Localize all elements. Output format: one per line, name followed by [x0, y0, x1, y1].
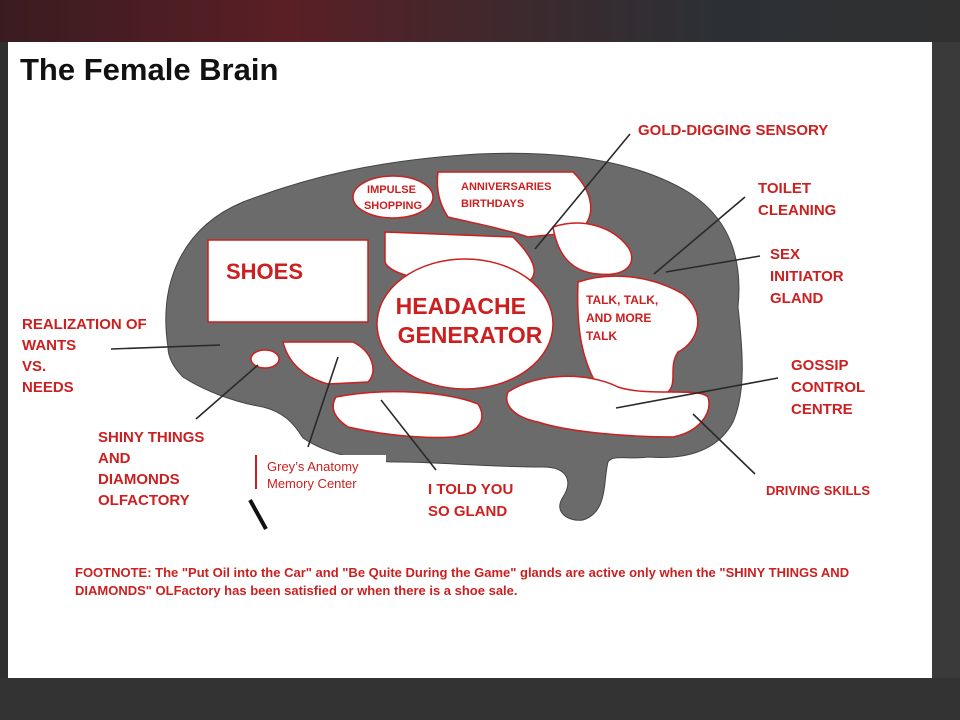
realization-label: REALIZATION OF WANTS VS. NEEDS: [22, 316, 151, 396]
leader-i-told-you: [380, 399, 437, 471]
shiny-things-label: SHINY THINGS AND DIAMONDS OLFACTORY: [98, 429, 209, 509]
talk-label: TALK, TALK, AND MORE TALK: [586, 293, 662, 343]
leader-lines: [110, 133, 779, 530]
sex-initiator-label: SEX INITIATOR GLAND: [770, 246, 848, 307]
anniversaries-label: ANNIVERSARIES BIRTHDAYS: [461, 181, 555, 210]
anniversaries-region: [436, 171, 592, 238]
grey-anatomy-textbox: Grey’s Anatomy Memory Center: [255, 455, 386, 491]
shoes-label: SHOES: [226, 259, 303, 284]
gossip-region: [506, 375, 710, 438]
leader-sex-initiator: [665, 255, 761, 273]
impulse-shopping-region: [352, 175, 434, 219]
leader-shiny-things: [195, 364, 259, 420]
impulse-shopping-label: IMPULSE SHOPPING: [364, 184, 422, 212]
leader-driving: [692, 413, 756, 475]
footnote: FOOTNOTE: The "Put Oil into the Car" and…: [75, 565, 850, 598]
driving-skills-label: DRIVING SKILLS: [766, 483, 870, 498]
leader-gossip: [615, 377, 779, 409]
slide-top-band: [0, 0, 960, 42]
grey-anatomy-line2: Memory Center: [267, 476, 357, 491]
lower-left-region: [282, 341, 374, 385]
slide-bottom-shade: [0, 678, 960, 720]
headache-generator-region: [376, 258, 554, 390]
shiny-things-region: [250, 349, 280, 369]
leader-grey-anatomy: [307, 356, 339, 448]
page-title: The Female Brain: [20, 52, 279, 87]
leader-realization: [110, 344, 221, 350]
toilet-cleaning-label: TOILET CLEANING: [758, 180, 836, 219]
slide-canvas: The Female Brain IMPULSE SHOPPING ANN: [8, 42, 932, 678]
gossip-control-label: GOSSIP CONTROL CENTRE: [791, 357, 869, 418]
talk-region: [576, 275, 699, 395]
slide-right-shade: [932, 42, 960, 678]
leader-toilet: [653, 196, 746, 275]
grey-anatomy-line1: Grey’s Anatomy: [267, 459, 359, 474]
shoes-region: [207, 239, 369, 323]
i-told-you-region: [332, 390, 483, 439]
headache-generator-label: HEADACHE GENERATOR: [396, 293, 543, 348]
pen-mark: [248, 499, 268, 530]
gold-digging-label: GOLD-DIGGING SENSORY: [638, 122, 828, 139]
brain-diagram: IMPULSE SHOPPING ANNIVERSARIES BIRTHDAYS…: [22, 122, 870, 530]
leader-gold-digging: [534, 133, 631, 250]
gold-digging-region: [552, 222, 633, 276]
i-told-you-label: I TOLD YOU SO GLAND: [428, 481, 517, 520]
